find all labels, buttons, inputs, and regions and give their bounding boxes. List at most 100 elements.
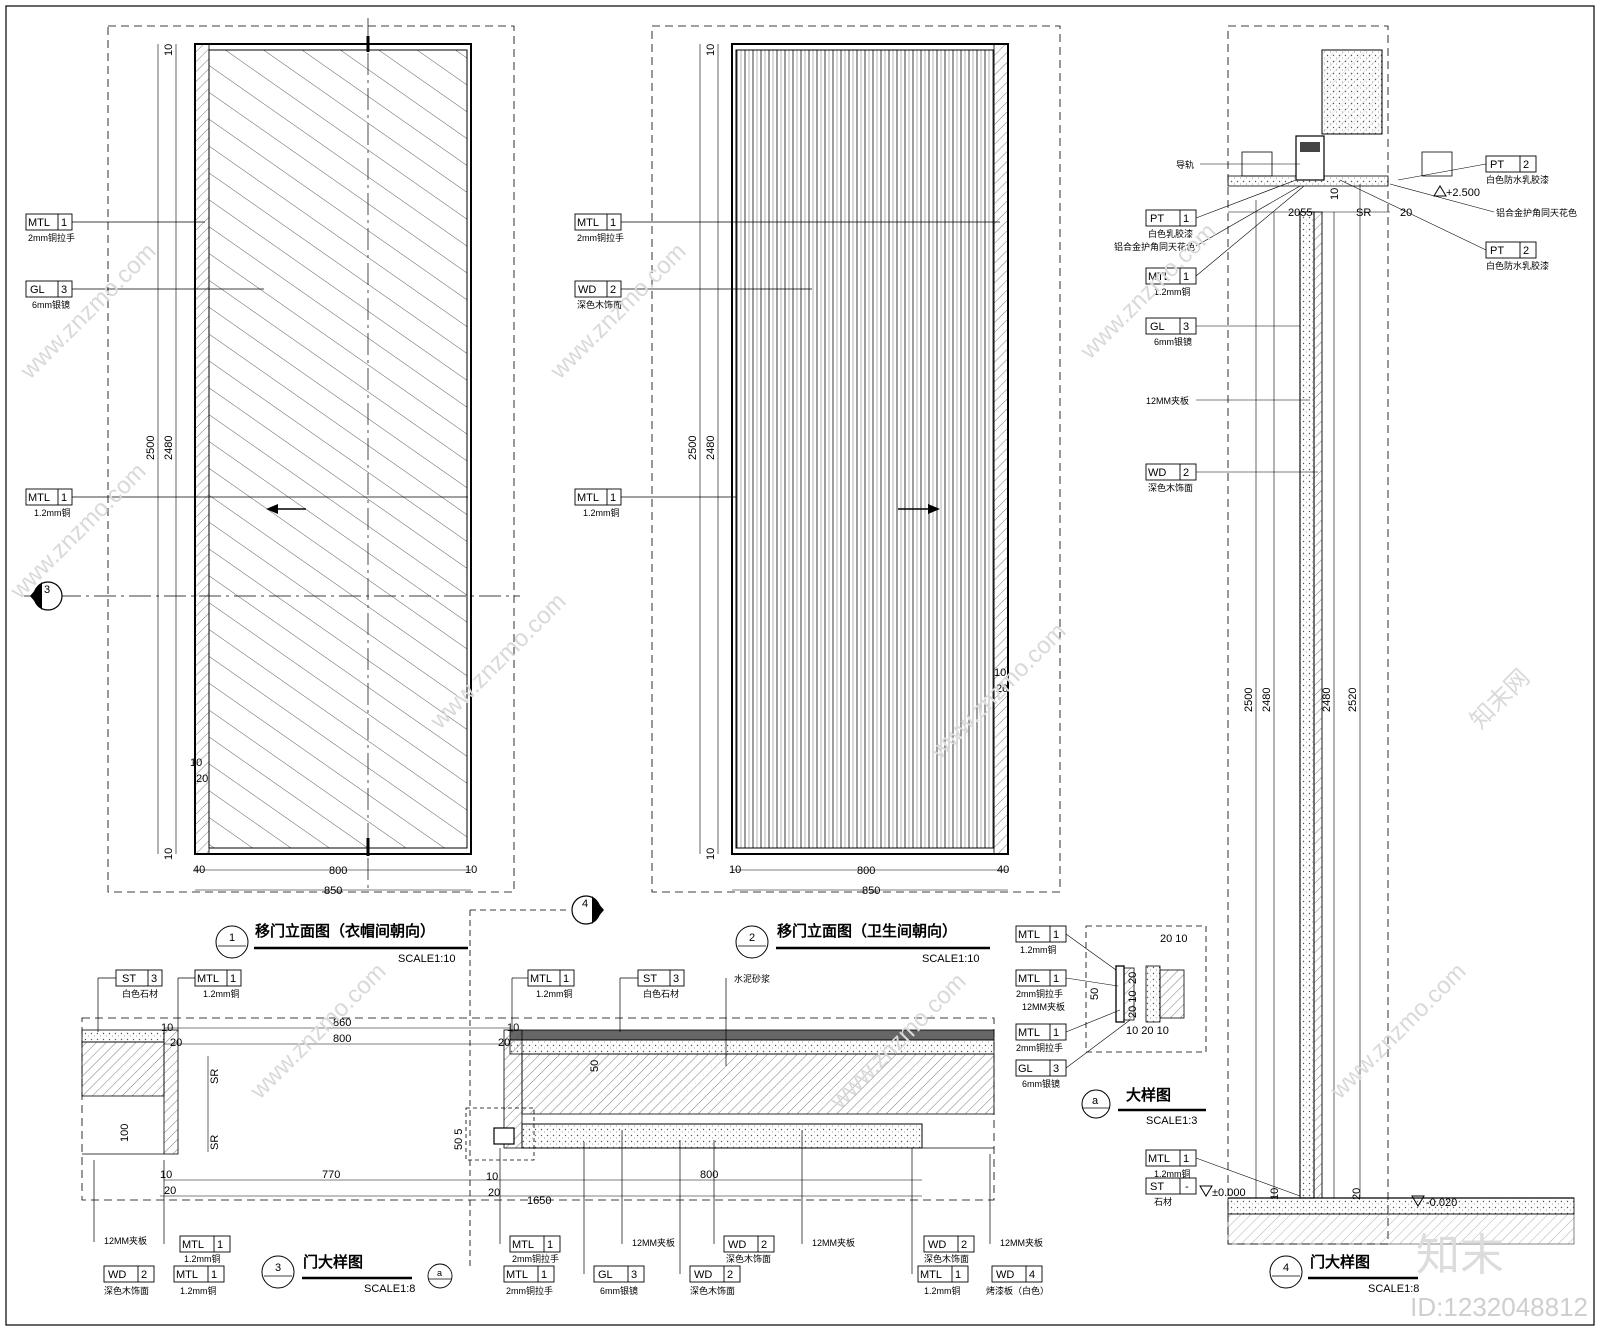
section-4: 2500 2480 2480 2520 2055 SR 20 10 10 20 … [1114,25,1577,1295]
svg-text:MTL: MTL [176,1269,198,1281]
svg-text:WD: WD [928,1239,946,1251]
p3-inner: 800 [333,1033,351,1045]
svg-text:20: 20 [1400,207,1412,219]
svg-text:2mm铜拉手: 2mm铜拉手 [512,1253,559,1264]
s4-alu-note: 铝合金护角同天花色 [1496,207,1577,218]
svg-text:石材: 石材 [1154,1196,1172,1207]
svg-text:2: 2 [141,1269,147,1281]
s4-elev-zero: ±0.000 [1212,1187,1246,1199]
svg-text:1: 1 [610,217,616,229]
e1-h-inner: 2480 [163,436,175,460]
svg-text:www.znzmo.com: www.znzmo.com [14,238,161,385]
svg-text:ST: ST [643,973,657,985]
svg-text:1.2mm铜: 1.2mm铜 [583,507,620,518]
svg-text:50: 50 [1089,988,1101,1000]
svg-text:知末网: 知末网 [1465,664,1535,734]
svg-text:GL: GL [1150,321,1165,333]
svg-text:1: 1 [955,1269,961,1281]
svg-text:1.2mm铜: 1.2mm铜 [184,1253,221,1264]
svg-text:ST: ST [1150,1181,1164,1193]
svg-text:1.2mm铜: 1.2mm铜 [536,988,573,999]
e2-side: 10 [994,667,1006,679]
svg-text:MTL: MTL [1018,1027,1040,1039]
svg-text:白色防水乳胶漆: 白色防水乳胶漆 [1486,174,1549,185]
svg-text:3: 3 [1053,1063,1059,1075]
p3-top-text: 水泥砂浆 [734,973,770,984]
svg-text:铝合金护角同天花色: 铝合金护角同天花色 [1114,241,1195,252]
e1-tag-2: GL 3 6mm银镜 [25,280,264,310]
svg-text:1: 1 [1183,213,1189,225]
svg-text:3: 3 [275,1262,281,1274]
svg-text:WD: WD [728,1239,746,1251]
svg-text:10: 10 [507,1022,519,1034]
p3-total: 860 [333,1017,351,1029]
svg-text:20: 20 [498,1037,510,1049]
e2-right: 40 [997,864,1009,876]
svg-text:10 20 10: 10 20 10 [1126,1025,1169,1037]
s4-elev-bot: -0.020 [1426,1197,1457,1209]
e2-top: 10 [705,44,717,56]
svg-text:a: a [437,1268,442,1278]
svg-text:10: 10 [161,1022,173,1034]
svg-text:MTL: MTL [1018,973,1040,985]
svg-text:3: 3 [673,973,679,985]
svg-text:10: 10 [160,1169,172,1181]
svg-text:WD: WD [1148,467,1166,479]
e1-right: 10 [465,864,477,876]
svg-text:20 10: 20 10 [1160,933,1188,945]
s4-elev-top: +2.500 [1446,187,1480,199]
svg-text:12MM夹板: 12MM夹板 [1000,1237,1043,1248]
e2-tag-1: MTL 1 2mm铜拉手 [574,213,1000,243]
svg-text:PT: PT [1490,159,1504,171]
svg-text:www.znzmo.com: www.znzmo.com [244,958,391,1105]
svg-text:2mm铜拉手: 2mm铜拉手 [28,232,75,243]
svg-text:20: 20 [1127,972,1139,984]
svg-text:深色木饰面: 深色木饰面 [726,1253,771,1264]
svg-text:2: 2 [727,1269,733,1281]
e2-w-inner: 800 [857,865,875,877]
svg-text:www.znzmo.com: www.znzmo.com [544,238,691,385]
svg-text:白色石材: 白色石材 [643,988,679,999]
svg-text:深色木饰面: 深色木饰面 [924,1253,969,1264]
s4-scale: SCALE1:8 [1368,1283,1419,1295]
s4-d2480: 2480 [1261,688,1273,712]
svg-text:WD: WD [108,1269,126,1281]
svg-text:MTL: MTL [1148,1153,1170,1165]
svg-text:2: 2 [961,1239,967,1251]
svg-text:MTL: MTL [182,1239,204,1251]
svg-text:1: 1 [61,492,67,504]
svg-text:2055: 2055 [1288,207,1312,219]
svg-text:1: 1 [541,1269,547,1281]
e1-left: 40 [193,864,205,876]
svg-text:PT: PT [1150,213,1164,225]
svg-text:WD: WD [996,1269,1014,1281]
svg-text:1.2mm铜: 1.2mm铜 [1020,944,1057,955]
svg-text:MTL: MTL [28,492,50,504]
svg-text:1.2mm铜: 1.2mm铜 [1154,1168,1191,1179]
svg-text:烤漆板（白色）: 烤漆板（白色） [986,1285,1049,1296]
e2-scale: SCALE1:10 [922,953,979,965]
detailA-scale: SCALE1:3 [1146,1115,1197,1127]
svg-text:MTL: MTL [920,1269,942,1281]
svg-text:白色乳胶漆: 白色乳胶漆 [1148,228,1193,239]
svg-text:10: 10 [1329,188,1341,200]
s4-guide: 导轨 [1176,159,1194,170]
svg-text:1: 1 [1053,1027,1059,1039]
svg-text:20: 20 [170,1037,182,1049]
svg-text:深色木饰面: 深色木饰面 [577,299,622,310]
elevation-1: 2500 2480 10 10 10 20 40 800 10 850 MTL … [24,18,520,965]
svg-text:1: 1 [610,492,616,504]
svg-text:ST: ST [122,973,136,985]
p3-scale: SCALE1:8 [364,1283,415,1295]
svg-text:a: a [1092,1095,1099,1107]
elevation-2: 2500 2480 10 10 10 20 10 800 40 850 MTL … [574,25,1061,965]
svg-text:www.znzmo.com: www.znzmo.com [4,458,151,605]
svg-text:20: 20 [164,1185,176,1197]
e2-w-outer: 850 [862,885,880,897]
svg-text:WD: WD [578,284,596,296]
e1-bot: 10 [163,848,175,860]
svg-text:6mm银镜: 6mm银镜 [600,1285,638,1296]
p3-title: 门大样图 [303,1253,363,1271]
svg-text:2mm铜拉手: 2mm铜拉手 [577,232,624,243]
